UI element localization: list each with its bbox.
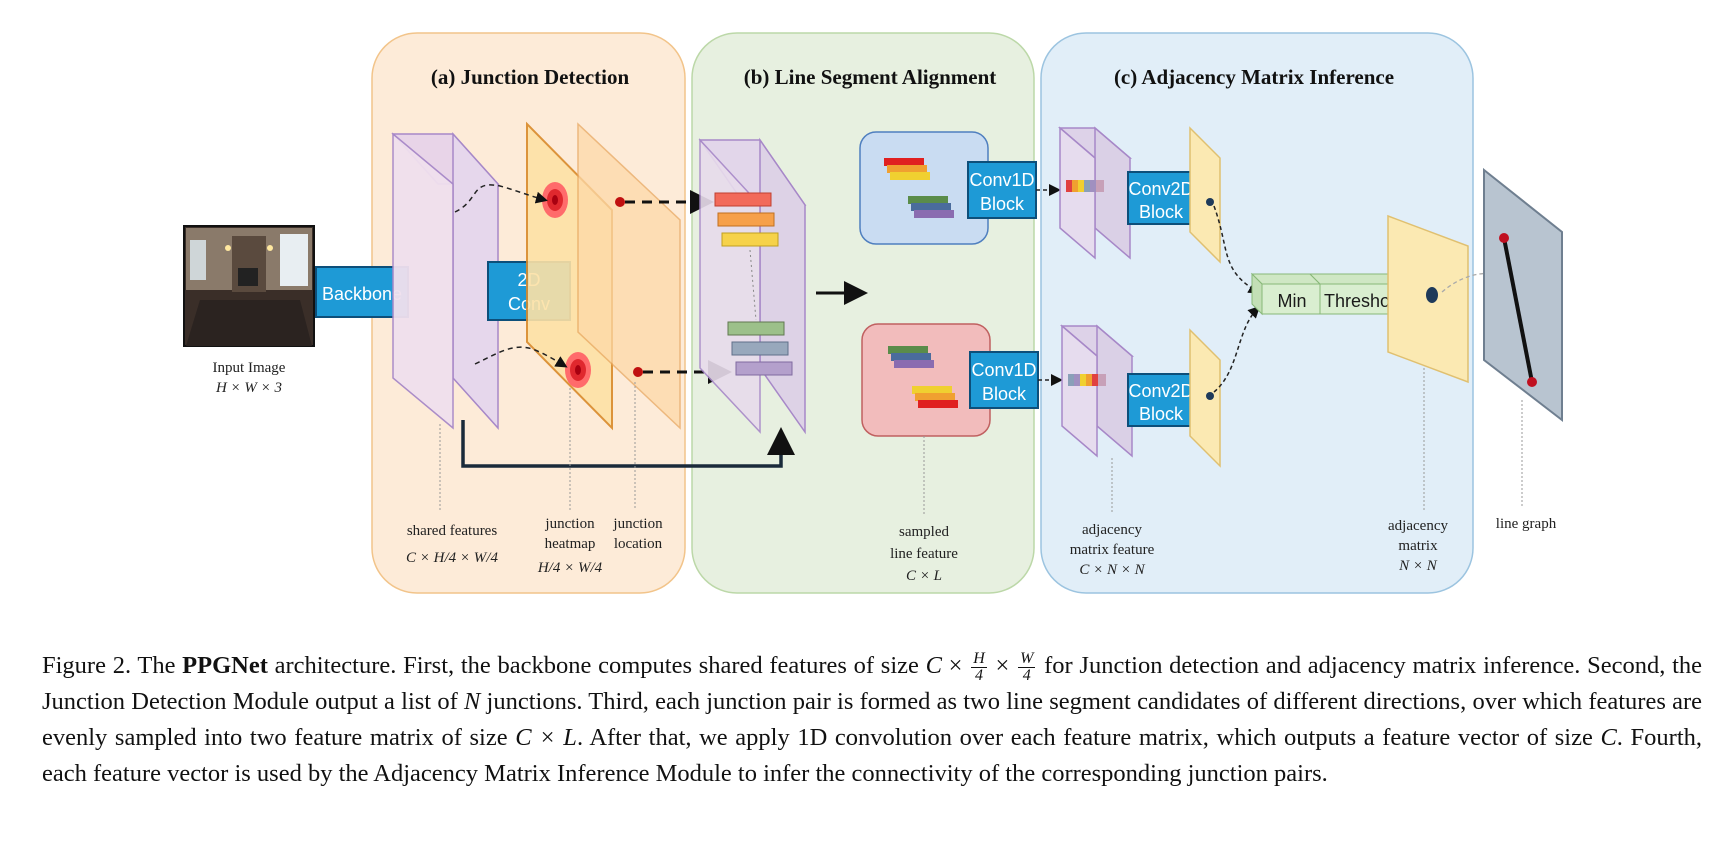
junction-dot-bottom [633, 367, 643, 377]
adj-matrix-dims: N × N [1398, 558, 1438, 574]
shared-features-volume [391, 132, 500, 430]
caption-times-1: × [941, 652, 970, 679]
conv2d-block-bottom [1127, 373, 1195, 427]
sampled-line-feature-label-1: sampled [899, 524, 949, 540]
figure-caption: Figure 2. The PPGNet architecture. First… [42, 648, 1702, 792]
conv2d-block-top-line2: Block [1139, 202, 1184, 222]
caption-frac-w-num: W [1018, 649, 1036, 668]
caption-c: C [925, 652, 942, 679]
adj-feature-label-2: matrix feature [1070, 542, 1155, 558]
adj-output-plane-top [1189, 126, 1221, 264]
conv1d-bottom-line2: Block [982, 384, 1027, 404]
caption-part4: . After that, we apply 1D convolution ov… [576, 724, 1601, 751]
adj-feature-label-1: adjacency [1082, 522, 1142, 538]
sampled-line-bars-bottom [727, 321, 793, 376]
adj-feature-volume-top [1057, 126, 1133, 260]
alignment-dotted-link [749, 249, 757, 321]
shared-features-label: shared features [407, 523, 498, 539]
caption-frac-h-num: H [971, 649, 987, 668]
conv1d-bottom-stacks [888, 346, 958, 408]
junction-location-plane [577, 122, 681, 430]
conv1d-top-stacks [884, 158, 954, 218]
input-image-label: Input Image [213, 360, 286, 376]
panel-c-title: (c) Adjacency Matrix Inference [1114, 65, 1394, 89]
conv1d-top-line2: Block [980, 194, 1025, 214]
caption-frac-h-den: 4 [975, 666, 984, 684]
junction-heatmap-label-1: junction [544, 516, 595, 532]
caption-frac-w-den: 4 [1022, 666, 1031, 684]
adj-matrix-label-1: adjacency [1388, 518, 1448, 534]
adj-feature-volume-bottom [1059, 324, 1135, 458]
conv2d-block-top [1127, 171, 1195, 225]
shared-to-heatmap-bottom [474, 346, 568, 368]
caption-prefix: Figure 2. The [42, 652, 183, 679]
caption-part5: . Fourth, each feature vector is used by… [42, 724, 1703, 787]
junction-dot-top [615, 197, 625, 207]
conv1d-block-bottom [969, 351, 1039, 409]
adj-output-dot-bottom [1206, 392, 1214, 400]
bottom-to-min-arrow [1213, 305, 1261, 393]
conv2d-block-bottom-line2: Block [1139, 404, 1184, 424]
adj-output-plane-bottom [1189, 328, 1221, 468]
threshold-label: Threshold [1324, 291, 1404, 311]
conv2d-block-top-line1: Conv2D [1128, 179, 1193, 199]
min-label: Min [1277, 291, 1306, 311]
caption-part2: for Junction detection and adjacency mat… [42, 652, 1702, 715]
conv1d-block-top [967, 161, 1037, 219]
junction-location-label-2: location [614, 536, 663, 552]
adj-feature-dims: C × N × N [1079, 562, 1145, 578]
line-graph-segment [1502, 237, 1534, 383]
conv2d-block-bottom-line1: Conv2D [1128, 381, 1193, 401]
input-image [183, 225, 315, 347]
sampled-line-feature-label-2: line feature [890, 546, 958, 562]
panel-b-title: (b) Line Segment Alignment [744, 65, 997, 89]
caption-model-name: PPGNet [182, 652, 268, 679]
adj-output-dot-top [1206, 198, 1214, 206]
architecture-diagram: (a) Junction Detection (b) Line Segment … [183, 32, 1563, 594]
caption-part3: junctions. Third, each junction pair is … [42, 688, 1702, 751]
adjacency-matrix-dot [1426, 287, 1438, 303]
heatmap-blob-bottom [565, 352, 591, 388]
junction-heatmap-label-2: heatmap [545, 536, 596, 552]
caption-n: N [463, 688, 481, 715]
adj-matrix-label-2: matrix [1398, 538, 1438, 554]
shared-features-skip-arrow [461, 420, 795, 468]
caption-times-2: × [988, 652, 1017, 679]
panel-a-title: (a) Junction Detection [431, 65, 630, 89]
junction-location-label-1: junction [612, 516, 663, 532]
caption-cl: C × L [515, 724, 577, 751]
shared-features-dims: C × H/4 × W/4 [406, 550, 498, 566]
shared-to-heatmap-top [454, 184, 548, 213]
sampled-line-feature-dims: C × L [906, 568, 942, 584]
line-graph-plane [1483, 167, 1563, 423]
backbone-label: Backbone [322, 284, 402, 304]
caption-part1: architecture. First, the backbone comput… [267, 652, 926, 679]
line-graph-label: line graph [1496, 516, 1557, 532]
line-graph-junction-bottom [1527, 377, 1537, 387]
conv1d-top-line1: Conv1D [969, 170, 1034, 190]
top-to-min-arrow [1213, 205, 1261, 294]
input-image-dims: H × W × 3 [215, 380, 282, 396]
junction-heatmap-dims: H/4 × W/4 [537, 560, 603, 576]
heatmap-blob-top [542, 182, 568, 218]
sampled-line-bars-top [714, 192, 779, 247]
caption-c-2: C [1600, 724, 1617, 751]
line-graph-junction-top [1499, 233, 1509, 243]
conv1d-bottom-line1: Conv1D [971, 360, 1036, 380]
